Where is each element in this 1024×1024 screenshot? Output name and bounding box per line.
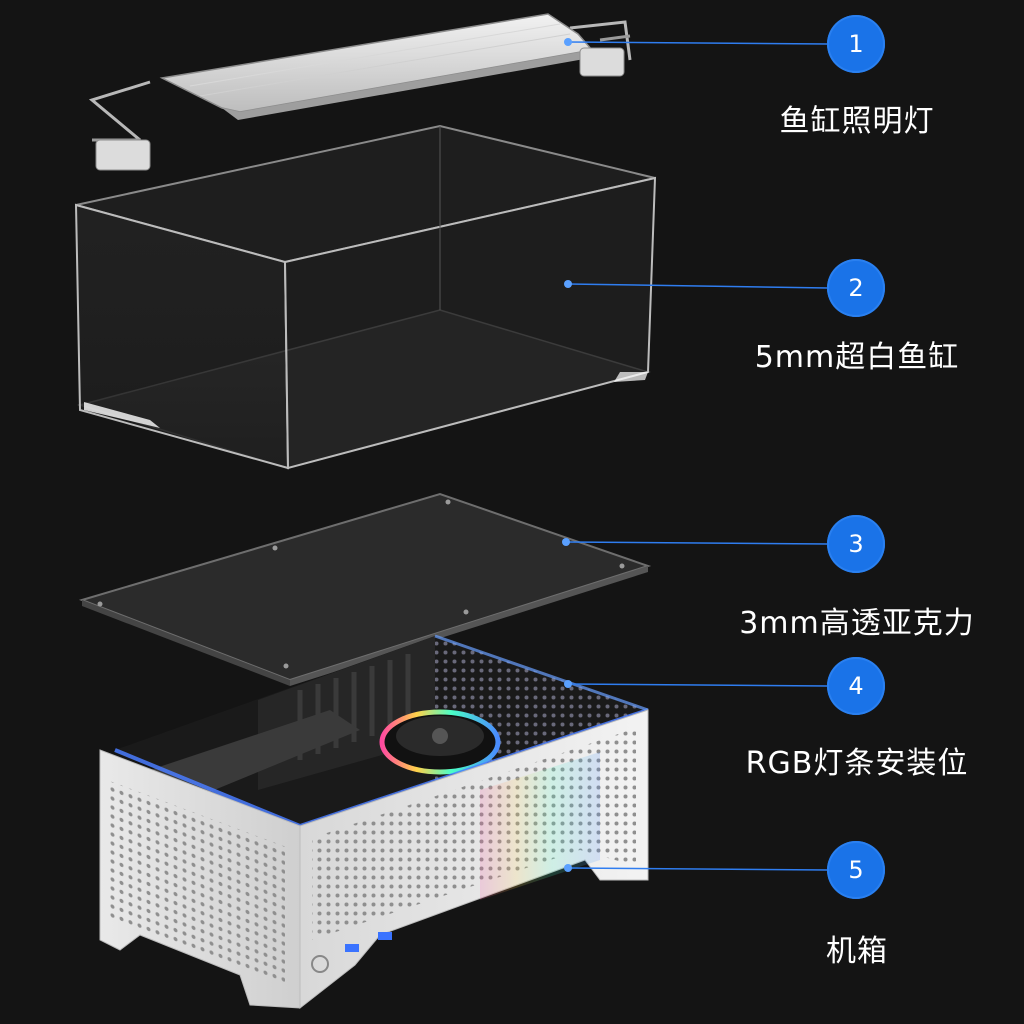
acrylic-plate [78,492,652,686]
callout-badge-4: 4 [827,657,885,715]
callout-badge-2: 2 [827,259,885,317]
aquarium-lamp [88,13,632,171]
callout-label-2: 5mm超白鱼缸 [754,340,960,375]
callout-badge-1: 1 [827,15,885,73]
leader-lines [565,41,829,871]
leader-line-2 [567,283,829,289]
callout-badge-3: 3 [827,515,885,573]
leader-dot-4 [564,680,572,688]
leader-line-4 [567,683,829,687]
leader-dot-5 [564,864,572,872]
leader-dot-2 [564,280,572,288]
leader-line-5 [567,867,829,871]
callout-label-1: 鱼缸照明灯 [779,104,935,139]
glass-tank [74,124,657,470]
leader-line-3 [565,541,829,545]
callout-label-5: 机箱 [826,934,888,969]
callout-badge-5: 5 [827,841,885,899]
leader-dot-3 [562,538,570,546]
callout-label-4: RGB灯条安装位 [745,746,969,781]
leader-line-1 [567,41,829,45]
leader-dot-1 [564,38,572,46]
leader-dots [562,38,572,872]
callout-label-3: 3mm高透亚克力 [739,606,975,641]
pc-case [99,634,649,1010]
